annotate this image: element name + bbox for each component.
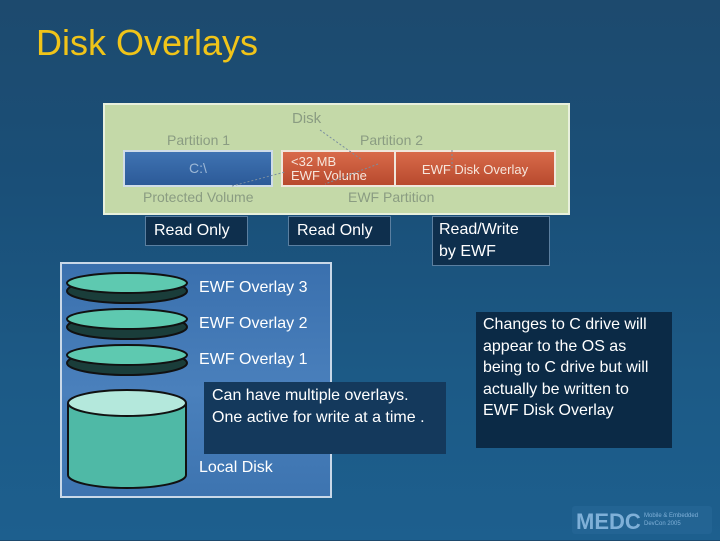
svg-text:DevCon 2005: DevCon 2005 [644,521,681,527]
read-only-tag-2: Read Only [288,216,391,246]
changes-note: Changes to C drive will appear to the OS… [476,312,672,448]
svg-text:MEDC: MEDC [576,509,641,534]
c-drive-block: C:\ [123,150,273,187]
medc-logo: MEDC Mobile & Embedded DevCon 2005 [572,504,712,536]
overlay-label-1: EWF Overlay 1 [199,351,308,368]
local-disk-cylinder [67,389,187,489]
read-write-tag: Read/Write by EWF [432,216,550,266]
overlay-platter-2 [66,308,188,340]
disk-label: Disk [292,110,322,127]
medc-logo-graphic: MEDC Mobile & Embedded DevCon 2005 [572,506,712,534]
multiple-overlays-note: Can have multiple overlays. One active f… [204,382,446,454]
overlay-platter-1 [66,344,188,376]
partition-1-label: Partition 1 [167,132,231,148]
svg-text:Mobile & Embedded: Mobile & Embedded [644,513,698,519]
ewf-disk-overlay-block: EWF Disk Overlay [396,150,556,187]
read-only-tag-1: Read Only [145,216,248,246]
ewf-partition-label: EWF Partition [348,189,435,205]
overlay-label-2: EWF Overlay 2 [199,315,308,332]
local-disk-label: Local Disk [199,459,273,476]
overlay-platter-3 [66,272,188,304]
ewf-volume-label: <32 MB EWF Volume [291,154,367,183]
page-title: Disk Overlays [36,22,259,63]
overlay-label-3: EWF Overlay 3 [199,279,308,296]
ewf-volume-block: <32 MB EWF Volume [281,150,396,187]
partition-2-label: Partition 2 [360,132,424,148]
protected-volume-label: Protected Volume [143,189,254,205]
